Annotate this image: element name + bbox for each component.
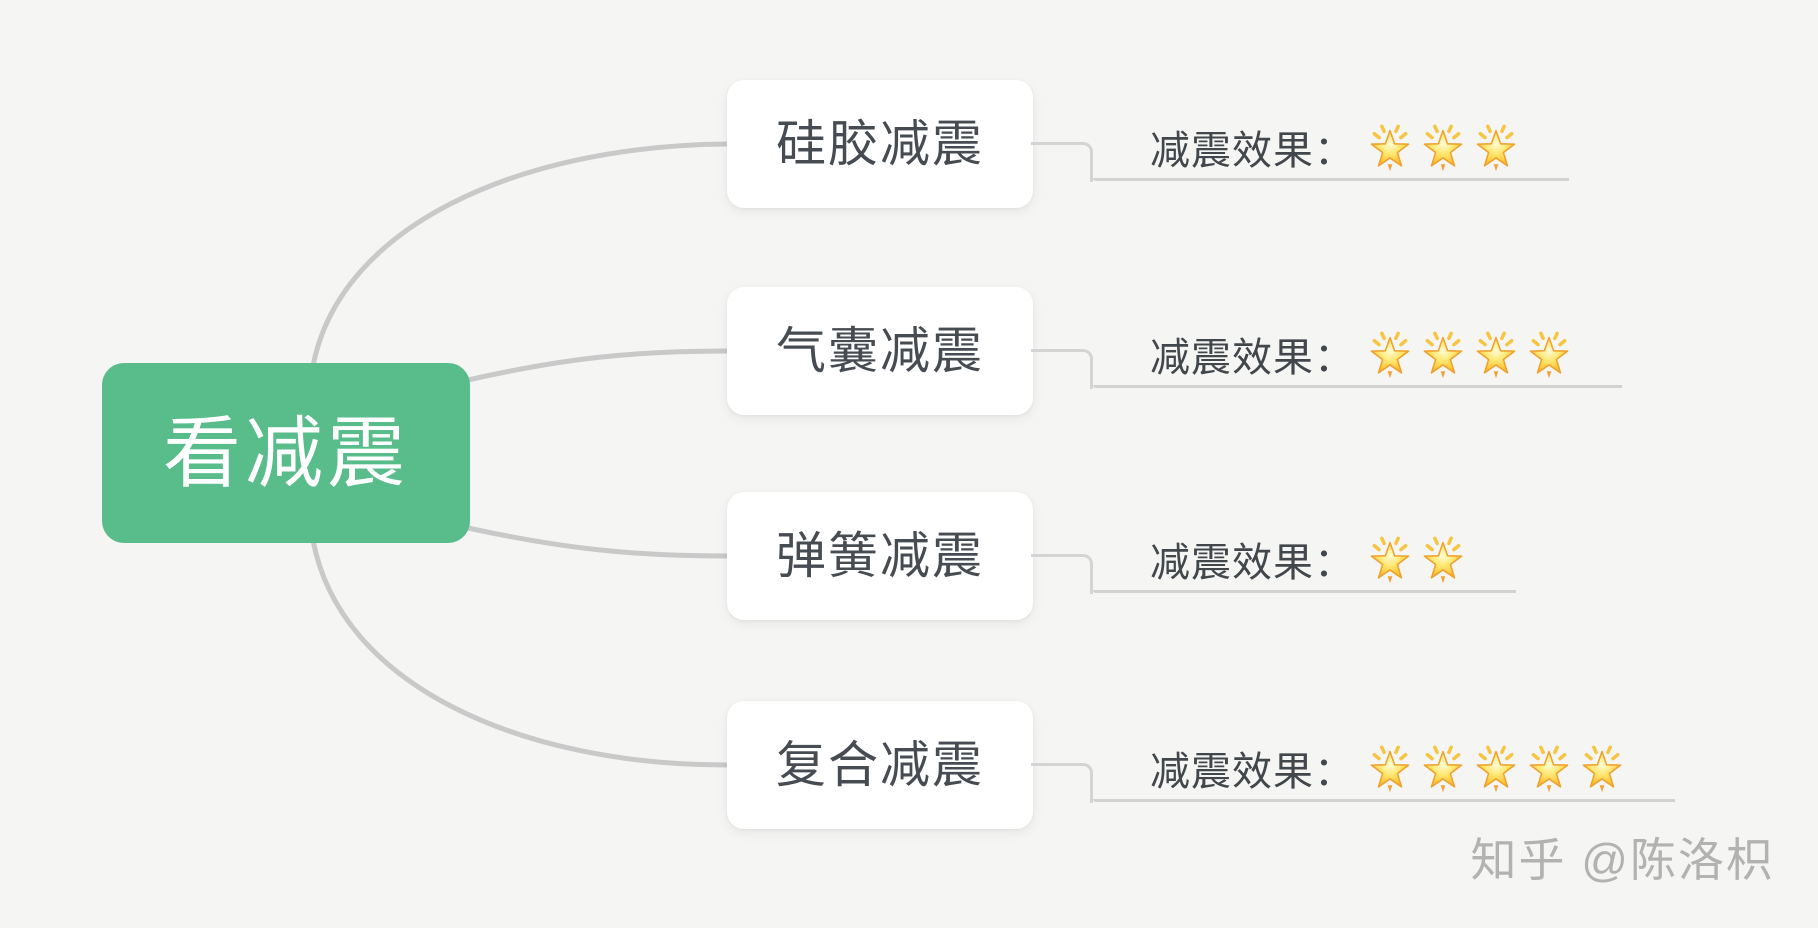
leaf-node-airbag-effect[interactable]: 减震效果： <box>1093 323 1622 388</box>
elbow-connector <box>1031 142 1093 182</box>
star-rating <box>1365 122 1521 172</box>
leaf-node-composite-effect[interactable]: 减震效果： <box>1093 737 1675 802</box>
watermark: 知乎 @陈洛枳 <box>1470 834 1774 886</box>
leaf-label: 减震效果： <box>1150 129 1355 173</box>
curve-root-to-branch-3 <box>465 525 729 559</box>
glowing-star-icon <box>1418 534 1468 584</box>
leaf-label: 减震效果： <box>1150 336 1355 380</box>
star-rating <box>1365 329 1574 379</box>
star-rating <box>1365 534 1468 584</box>
root-node[interactable]: 看减震 <box>102 363 470 543</box>
branch-label: 气囊减震 <box>776 323 984 379</box>
root-label: 看减震 <box>162 409 409 497</box>
branch-node-airbag[interactable]: 气囊减震 <box>727 287 1033 415</box>
branch-label: 复合减震 <box>776 737 984 793</box>
glowing-star-icon <box>1524 743 1574 793</box>
curve-root-to-branch-2 <box>465 348 729 383</box>
glowing-star-icon <box>1577 743 1627 793</box>
branch-label: 弹簧减震 <box>776 528 984 584</box>
elbow-connector <box>1031 554 1093 594</box>
star-rating <box>1365 743 1627 793</box>
glowing-star-icon <box>1365 329 1415 379</box>
elbow-connector <box>1031 349 1093 389</box>
elbow-connector <box>1031 763 1093 803</box>
branch-label: 硅胶减震 <box>776 116 984 172</box>
glowing-star-icon <box>1365 534 1415 584</box>
leaf-label: 减震效果： <box>1150 541 1355 585</box>
glowing-star-icon <box>1365 743 1415 793</box>
glowing-star-icon <box>1524 329 1574 379</box>
branch-node-composite[interactable]: 复合减震 <box>727 701 1033 829</box>
glowing-star-icon <box>1471 122 1521 172</box>
branch-node-silicone[interactable]: 硅胶减震 <box>727 80 1033 208</box>
leaf-node-spring-effect[interactable]: 减震效果： <box>1093 528 1516 593</box>
leaf-label: 减震效果： <box>1150 750 1355 794</box>
glowing-star-icon <box>1365 122 1415 172</box>
curve-root-to-branch-1 <box>310 141 729 369</box>
glowing-star-icon <box>1418 743 1468 793</box>
branch-node-spring[interactable]: 弹簧减震 <box>727 492 1033 620</box>
glowing-star-icon <box>1418 122 1468 172</box>
glowing-star-icon <box>1471 329 1521 379</box>
glowing-star-icon <box>1418 329 1468 379</box>
glowing-star-icon <box>1471 743 1521 793</box>
curve-root-to-branch-4 <box>310 537 729 768</box>
leaf-node-silicone-effect[interactable]: 减震效果： <box>1093 116 1569 181</box>
